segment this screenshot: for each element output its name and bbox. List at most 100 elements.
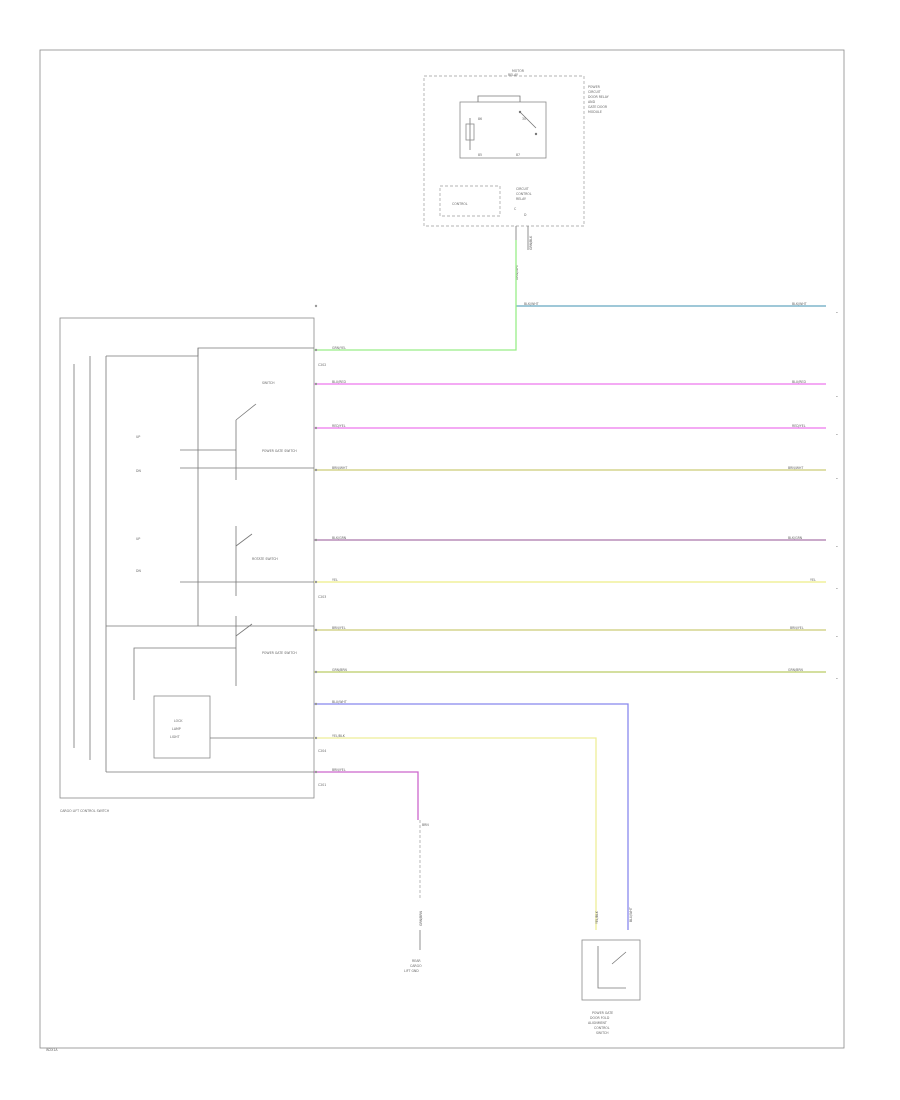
ground-caption-3: LIFT GND: [404, 969, 419, 973]
wire-label-left: GRN/YEL: [332, 346, 346, 350]
relay-title-2: RELAY: [508, 73, 518, 77]
wire-pin: [314, 702, 318, 706]
limit-caption-5: SWITCH: [596, 1031, 609, 1035]
limit-caption-4: CONTROL: [594, 1026, 610, 1030]
wire-label-right: RED/YEL: [792, 424, 806, 428]
wire-green: [314, 240, 517, 351]
wire-label-left: BLK/WHT: [524, 302, 539, 306]
wire-continuation-mark: •: [836, 395, 838, 399]
connector-code-2: C203: [318, 595, 326, 599]
connector-code-1: C202: [318, 363, 326, 367]
switch-module-outline: [59, 317, 315, 799]
relay-sub-3: RELAY: [516, 197, 526, 201]
wire-continuation-mark: •: [836, 677, 838, 681]
wire-continuation-mark: •: [836, 635, 838, 639]
relay-control-label: CONTROL: [452, 202, 468, 206]
sw2-arm: [235, 533, 253, 547]
wire-pin: [314, 580, 318, 584]
relay-wire-label-2: GRN/BLK: [529, 235, 533, 250]
wire-pin: [314, 736, 318, 740]
wire-label-left: YEL: [332, 578, 338, 582]
relay-title-1: MOTOR: [512, 69, 525, 73]
sw3-link: [133, 647, 236, 700]
relay-sub-2: CONTROL: [516, 192, 532, 196]
wire-continuation-mark: •: [836, 545, 838, 549]
sw2-dn: DN: [136, 569, 141, 573]
wire-continuation-mark: •: [836, 477, 838, 481]
switch-module: CARGO LIFT CONTROL SWITCH SWITCH POWER G…: [59, 317, 315, 813]
relay-inner-box: [459, 101, 547, 159]
relay-pin-30: 30: [522, 117, 526, 121]
relay-contact: [534, 132, 538, 136]
relay-note-4: AND: [588, 100, 596, 104]
sw1-label: SWITCH: [262, 381, 275, 385]
sw2-up: UP: [136, 537, 140, 541]
wire-pin: [314, 538, 318, 542]
sw3-group: POWER GATE SWITCH: [262, 651, 297, 655]
limit-caption-1: POWER GATE: [592, 1011, 613, 1015]
lamp-line-2: LAMP: [172, 727, 181, 731]
sw2-group: ROTATE SWITCH: [252, 557, 278, 561]
motor-relay: MOTOR RELAY POWER CIRCUIT DOOR RELAY AND…: [423, 69, 609, 280]
sw1-group: POWER GATE SWITCH: [262, 449, 297, 453]
lamp-line-3: LIGHT: [170, 735, 180, 739]
rail-top: [106, 347, 314, 357]
relay-note-2: CIRCUIT: [588, 90, 601, 94]
wire-label-right: BLU/RED: [792, 380, 806, 384]
relay-pin-86: 86: [478, 117, 482, 121]
lamp-line-1: LOCK: [174, 719, 183, 723]
connector-code-4: C201: [318, 783, 326, 787]
wire-label-left: BLU/WHT: [332, 700, 347, 704]
wire-pin: [314, 670, 318, 674]
wire-pin: [314, 382, 318, 386]
wire-label-left: BRN/YEL: [332, 626, 346, 630]
wire-pin: [314, 628, 318, 632]
sw3-arm: [235, 623, 253, 637]
relay-pin-c: C: [514, 207, 517, 211]
relay-note-5: GATE DOOR: [588, 105, 608, 109]
connector-code-3: C204: [318, 749, 326, 753]
wire-label-left: BRN/YEL: [332, 768, 346, 772]
relay-outline: [423, 75, 585, 227]
limit-caption-2: DOOR FOLD: [590, 1016, 610, 1020]
wire-label-right: YEL: [810, 578, 816, 582]
wire-yellow2: [314, 737, 597, 930]
limit-switch-lead: [597, 946, 626, 989]
module-label: CARGO LIFT CONTROL SWITCH: [60, 809, 110, 813]
wire-pin: [314, 770, 318, 774]
relay-wire-label-1: GRN/WHT: [515, 264, 519, 280]
relay-contact-arm: [519, 111, 537, 129]
wire-magenta: [314, 771, 419, 820]
sw1-up: UP: [136, 435, 140, 439]
wire-pin: [314, 468, 318, 472]
ground-caption-2: CARGO: [410, 964, 422, 968]
wire-continuation-mark: •: [836, 433, 838, 437]
wire-label-left: GRN/BRN: [332, 668, 348, 672]
limit-switch-box: [581, 939, 641, 1001]
wire-label-left: BLU/RED: [332, 380, 346, 384]
wire-continuation-mark: •: [836, 311, 838, 315]
limit-switch: YEL/BLK BLU/WHT POWER GATE DOOR FOLD ALI…: [581, 907, 641, 1035]
limit-caption-3: ALIGNMENT: [588, 1021, 607, 1025]
relay-control-block: [439, 185, 501, 217]
ground-caption-1: REAR: [412, 959, 421, 963]
relay-note-1: POWER: [588, 85, 601, 89]
outer-frame: [39, 49, 845, 1049]
wire-layer: BLK/WHT BLK/WHT • GRN/YEL BLU/RED BLU/RED • RED…: [314, 240, 838, 930]
relay-pin-d: D: [524, 213, 527, 217]
wire-label-left: BRN/WHT: [332, 466, 347, 470]
wire-continuation-mark: •: [836, 587, 838, 591]
sw1-dn: DN: [136, 469, 141, 473]
relay-pin-87: 87: [516, 153, 520, 157]
relay-coil: [465, 123, 475, 141]
wire-label-right: BLK/WHT: [792, 302, 807, 306]
wire-label-left: RED/YEL: [332, 424, 346, 428]
wire-pin: [314, 348, 318, 352]
ground-wire-label: BRN: [422, 823, 429, 827]
relay-sub-1: CIRCUIT: [516, 187, 529, 191]
limit-wire-label-2: BLU/WHT: [629, 907, 633, 922]
wire-label-right: BRN/YEL: [790, 626, 804, 630]
wire-label-right: GRN/BRN: [788, 668, 804, 672]
wire-pin: [314, 426, 318, 430]
